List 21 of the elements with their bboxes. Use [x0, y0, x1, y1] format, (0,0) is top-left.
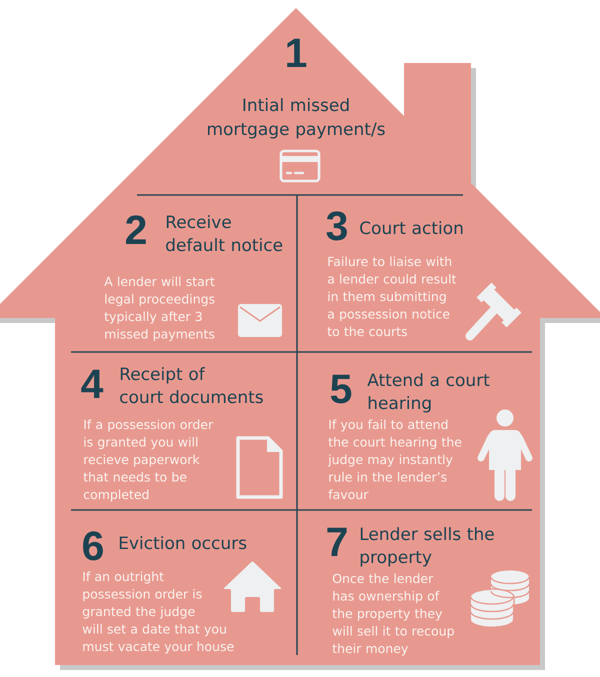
- step-title: Court action: [360, 221, 462, 234]
- step-number: 4: [81, 370, 104, 398]
- step-title: Receipt of court documents: [120, 367, 263, 404]
- step-description: Once the lender has ownership of the property they will sell it to recoup their money: [332, 574, 454, 656]
- step-number: 6: [83, 531, 103, 560]
- step-description: If you fail to attend the court hearing the judge may instantly rule in the lender’s favour: [328, 420, 462, 500]
- step-number: 2: [126, 215, 146, 244]
- step-title: Attend a court hearing: [367, 373, 490, 413]
- step-number: 5: [330, 374, 352, 404]
- step-title: Lender sells the property: [360, 527, 494, 567]
- step-description: A lender will start legal proceedings typically after 3 missed payments: [104, 276, 215, 342]
- step-description: If a possession order is granted you will recieve paperwork that needs to be completed: [84, 420, 214, 502]
- step-number: 3: [326, 211, 347, 240]
- step-description: If an outright possession order is granted the judge will set a date that you must vacate your house: [82, 572, 234, 654]
- step-title: Receive default notice: [166, 215, 282, 252]
- step-title: Intial missed mortgage payment/s: [208, 98, 385, 139]
- step-title: Eviction occurs: [120, 536, 246, 550]
- house-shape: [0, 8, 600, 670]
- step-description: Failure to liaise with a lender could result in them submitting a possession notice to the courts: [328, 256, 456, 336]
- step-number: 1: [287, 38, 306, 67]
- step-number: 7: [327, 528, 347, 556]
